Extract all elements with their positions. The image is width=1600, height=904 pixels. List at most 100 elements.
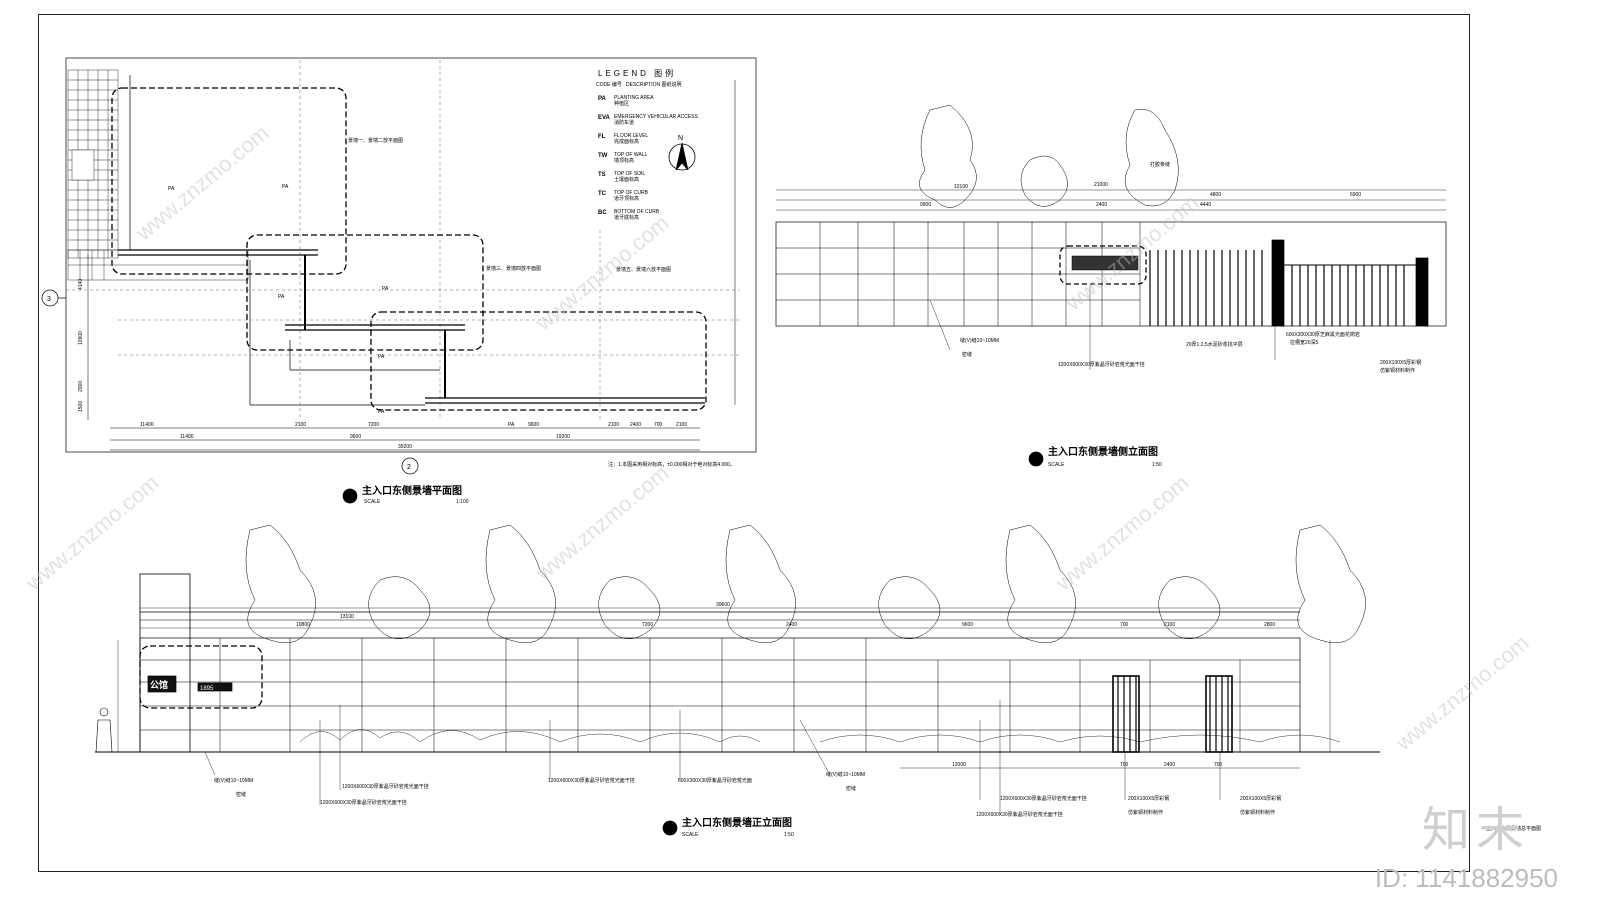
section-mark: 2 [407, 464, 411, 471]
legend-code: BC [598, 210, 607, 216]
side-label: 仿紫铜材料制作 [1380, 367, 1415, 374]
legend-cn: 种植区 [614, 100, 629, 107]
legend-header: LEGEND 图例 [598, 68, 676, 78]
legend-desc-col: DESCRIPTION 图纸说明 [626, 81, 682, 88]
planting-area-label: PA [282, 184, 289, 190]
front-label: 缝(V)缝10~10MM [214, 777, 253, 784]
legend-en: EMERGENCY VEHICULAR ACCESS [614, 114, 698, 120]
front-dim: 700 [1120, 762, 1129, 768]
legend-en: PLANTING AREA [614, 95, 654, 101]
front-dim: 700 [1120, 622, 1129, 628]
legend-cn: 墙顶标高 [614, 157, 634, 164]
front-scale: 1:50 [784, 832, 794, 838]
plan-dim: 2100 [608, 422, 619, 428]
front-dim: 2400 [786, 622, 797, 628]
plan-note: 注：1.本图采用相对标高，±0.000相对于绝对标高4.000。 [608, 461, 735, 468]
planting-area-label: PA [382, 286, 389, 292]
side-label: 20厚1:2.5水泥砂浆找平层 [1186, 341, 1243, 348]
side-label: 拉槽宽20深5 [1290, 339, 1319, 346]
legend-code: PA [598, 96, 607, 102]
legend-cn: 道牙顶标高 [614, 195, 639, 202]
legend-code-col: CODE 编号 [596, 81, 622, 88]
brand-logo-text: 知末 [1421, 804, 1530, 857]
legend-en: TOP OF WALL [614, 152, 647, 158]
side-dim: 12100 [954, 184, 968, 190]
side-label: 打胶条缝 [1150, 161, 1170, 168]
side-label: 200X100X5厚彩钢 [1380, 359, 1421, 366]
sign-text: 公馆 [150, 679, 168, 690]
front-dim: 13100 [340, 614, 354, 620]
plan-callout: 景墙五、景墙六放平面图 [616, 266, 671, 273]
plan-dim: 7200 [368, 422, 379, 428]
side-title: 主入口东侧景墙侧立面图 [1048, 445, 1158, 458]
legend-code: FL [598, 134, 606, 140]
plan-dim: 700 [654, 422, 663, 428]
side-label: 1200X600X30厚紫晶牙砂岩荒光面干挂 [1058, 361, 1145, 368]
front-label: 密缝 [846, 785, 856, 792]
side-label: 密缝 [962, 351, 972, 358]
plan-dim: 2100 [295, 422, 306, 428]
planting-area-label: PA [168, 186, 175, 192]
plan-dim: 11400 [180, 434, 194, 440]
planting-area-label: PA [378, 409, 385, 415]
plan-callout: 景墙三、景墙四放平面图 [486, 265, 541, 272]
plan-view [41, 57, 757, 475]
plan-dim: 4140 [78, 279, 84, 290]
front-label: 1200X600X30厚紫晶牙砂岩荒光面干挂 [1000, 795, 1087, 802]
front-label: 200X100X5厚彩钢 [1128, 795, 1169, 802]
legend-en: FLOOR LEVEL [614, 133, 648, 139]
side-scale: 1:50 [1152, 462, 1162, 468]
planting-area-label: PA [378, 354, 385, 360]
legend-en: TOP OF SOIL [614, 171, 645, 177]
legend-cn: 完成面标高 [614, 138, 639, 145]
north-arrow-label: N [678, 135, 683, 142]
front-label: 200X100X5厚彩钢 [1240, 795, 1281, 802]
side-scale-label: SCALE [1048, 462, 1065, 468]
side-dim: 6900 [1350, 192, 1361, 198]
front-title: 主入口东侧景墙正立面图 [682, 816, 792, 829]
legend-code: EVA [598, 115, 611, 121]
plan-dim: 2000 [78, 381, 84, 392]
plan-dim: 2400 [630, 422, 641, 428]
side-label: 缝(V)缝10~10MM [960, 337, 999, 344]
drawing-sheet-border [38, 14, 1470, 872]
legend-code: TC [598, 191, 607, 197]
front-label: 1200X600X30厚紫晶牙砂岩荒光面干挂 [320, 799, 407, 806]
plan-scale-label: SCALE [364, 499, 381, 505]
front-dim: 39600 [716, 602, 730, 608]
image-id: ID: 1141882950 [1374, 863, 1558, 893]
front-label: 仿紫铜材料制作 [1128, 809, 1163, 816]
legend-cn: 道牙底标高 [614, 214, 639, 221]
sheet-title: 主入口东侧景墙总平面图 [1486, 825, 1541, 832]
sign-subtext: 1895 [200, 686, 214, 692]
plan-callout: 景墙一、景墙二放平面图 [348, 137, 403, 144]
side-dim: 9900 [920, 202, 931, 208]
front-label: 仿紫铜材料制作 [1240, 809, 1275, 816]
planting-area-label: PA [508, 422, 515, 428]
side-dim: 2400 [1096, 202, 1107, 208]
legend-cn: 消防车道 [614, 119, 634, 126]
side-elevation [775, 104, 1447, 370]
front-dim: 2400 [1164, 762, 1175, 768]
front-label: 1200X600X30厚紫晶牙砂岩荒光面干挂 [342, 783, 429, 790]
plan-title: 主入口东侧景墙平面图 [362, 484, 462, 497]
plan-dim: 19200 [556, 434, 570, 440]
plan-dim: 10900 [78, 331, 84, 345]
front-label: 密缝 [236, 791, 246, 798]
plan-dim: 9600 [350, 434, 361, 440]
legend-cn: 土壤面标高 [614, 176, 639, 183]
plan-scale: 1:100 [456, 499, 469, 505]
front-dim: 2100 [1164, 622, 1175, 628]
front-label: 缝(V)缝10~10MM [826, 771, 865, 778]
front-dim: 9600 [962, 622, 973, 628]
plan-dim: 2100 [676, 422, 687, 428]
section-mark: 3 [47, 296, 51, 303]
side-dim: 4800 [1210, 192, 1221, 198]
plan-dim: 1500 [78, 401, 84, 412]
legend-en: BOTTOM OF CURB [614, 209, 660, 215]
front-scale-label: SCALE [682, 832, 699, 838]
plan-dim: 11400 [140, 422, 154, 428]
front-label: 1200X600X30厚紫晶牙砂岩荒光面干挂 [548, 777, 635, 784]
side-dim: 4440 [1200, 202, 1211, 208]
legend-code: TS [598, 172, 606, 178]
